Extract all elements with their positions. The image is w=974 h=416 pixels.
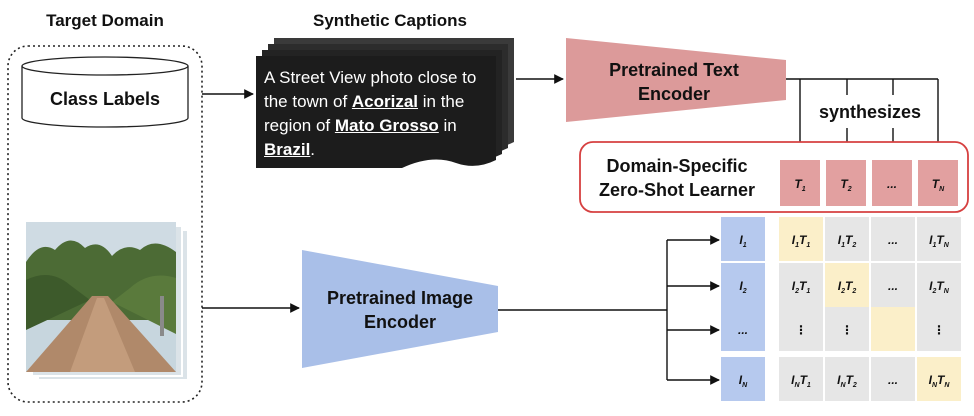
matrix-cell-1-2: I1​T2​: [825, 217, 869, 261]
text-token-label-4: TN​: [932, 177, 945, 193]
matrix-cell-text: ...: [888, 373, 898, 387]
matrix-cell-1-4: I1​TN​: [917, 217, 961, 261]
matrix-cell-3-1: ⋮: [779, 307, 823, 351]
matrix-cell-4-2: IN​T2​: [825, 357, 869, 401]
matrix-cell-4-1: IN​T1​: [779, 357, 823, 401]
similarity-matrix: I1​T1​ I1​T2​... I1​TN​ I2​T1​ I2​T2​... I2​T…: [779, 217, 961, 401]
text-token-label-2: T2​: [840, 177, 851, 193]
image-token-label-3: ...: [738, 323, 748, 337]
matrix-cell-text: I2​TN​: [929, 279, 950, 295]
image-token-2: I2​: [721, 263, 765, 307]
matrix-cell-text: IN​T2​: [837, 373, 857, 389]
target-domain-container: [7, 45, 203, 403]
matrix-cell-2-3: ...: [871, 263, 915, 307]
image-branch-connectors: [498, 235, 720, 385]
text-token-label-1: T1​: [794, 177, 805, 193]
text-token-3: ...: [872, 160, 912, 206]
street-view-photo-stack: [26, 222, 189, 381]
image-token-label-4: IN​: [739, 373, 748, 389]
image-token-3: ...: [721, 307, 765, 351]
text-token-label-3: ...: [887, 177, 897, 191]
image-token-4: IN​: [721, 357, 765, 401]
matrix-cell-4-3: ...: [871, 357, 915, 401]
image-token-1: I1​: [721, 217, 765, 261]
image-encoder-line2: Encoder: [364, 312, 436, 332]
caption-country: Brazil: [264, 140, 311, 159]
text-encoder-block: [566, 38, 786, 122]
matrix-cell-text: ...: [888, 279, 898, 293]
matrix-cell-text: I1​T2​: [838, 233, 857, 249]
matrix-cell-text: ...: [888, 233, 898, 247]
matrix-cell-1-1: I1​T1​: [779, 217, 823, 261]
class-labels-text: Class Labels: [50, 89, 160, 109]
matrix-cell-text: ⋮: [795, 323, 807, 337]
text-encoder-line2: Encoder: [638, 84, 710, 104]
matrix-cell-text: IN​TN​: [929, 373, 951, 389]
caption-part-3: in: [438, 116, 457, 135]
matrix-cell-4-4: IN​TN​: [917, 357, 961, 401]
text-token-1: T1​: [780, 160, 820, 206]
caption-text: A Street View photo close to the town of…: [264, 66, 496, 162]
image-token-label-2: I2​: [739, 279, 746, 295]
matrix-cell-3-3: [871, 307, 915, 351]
matrix-cell-text: IN​T1​: [791, 373, 811, 389]
image-encoder-block: [302, 250, 498, 368]
matrix-cell-1-3: ...: [871, 217, 915, 261]
matrix-cell-text: I1​T1​: [792, 233, 811, 249]
caption-card: [256, 56, 496, 168]
matrix-cell-2-4: I2​TN​: [917, 263, 961, 307]
text-token-2: T2​: [826, 160, 866, 206]
image-token-label-1: I1​: [739, 233, 746, 249]
matrix-cell-text: I2​T1​: [792, 279, 811, 295]
text-token-row: T1​ T2​... TN​: [780, 160, 958, 206]
caption-region: Mato Grosso: [334, 116, 439, 135]
matrix-cell-text: I2​T2​: [838, 279, 857, 295]
caption-card-stack: [256, 38, 514, 168]
synthesizes-label: synthesizes: [819, 102, 921, 122]
target-domain-header: Target Domain: [46, 11, 164, 30]
street-view-photo: [26, 222, 176, 372]
synthesizes-label-bg: [812, 97, 930, 126]
matrix-cell-3-2: ⋮: [825, 307, 869, 351]
caption-town: Acorizal: [351, 92, 419, 111]
caption-part-1: A Street View photo close to the town of: [264, 68, 477, 111]
matrix-cell-text: I1​TN​: [929, 233, 950, 249]
zero-shot-line1: Domain-Specific: [606, 156, 747, 176]
matrix-cell-text: ⋮: [933, 323, 945, 337]
zero-shot-learner-box: [579, 141, 969, 213]
matrix-cell-2-1: I2​T1​: [779, 263, 823, 307]
image-token-column: I1​ I2​... IN​: [721, 217, 765, 401]
class-labels-cylinder: Class Labels: [21, 56, 189, 128]
image-encoder-line1: Pretrained Image: [327, 288, 473, 308]
text-encoder-line1: Pretrained Text: [609, 60, 739, 80]
caption-part-2: in the region of: [264, 92, 465, 135]
text-token-4: TN​: [918, 160, 958, 206]
caption-part-4: .: [310, 140, 316, 159]
matrix-cell-text: ⋮: [841, 323, 853, 337]
matrix-cell-2-2: I2​T2​: [825, 263, 869, 307]
zero-shot-line2: Zero-Shot Learner: [599, 180, 755, 200]
matrix-cell-3-4: ⋮: [917, 307, 961, 351]
synthetic-captions-header: Synthetic Captions: [313, 11, 467, 30]
